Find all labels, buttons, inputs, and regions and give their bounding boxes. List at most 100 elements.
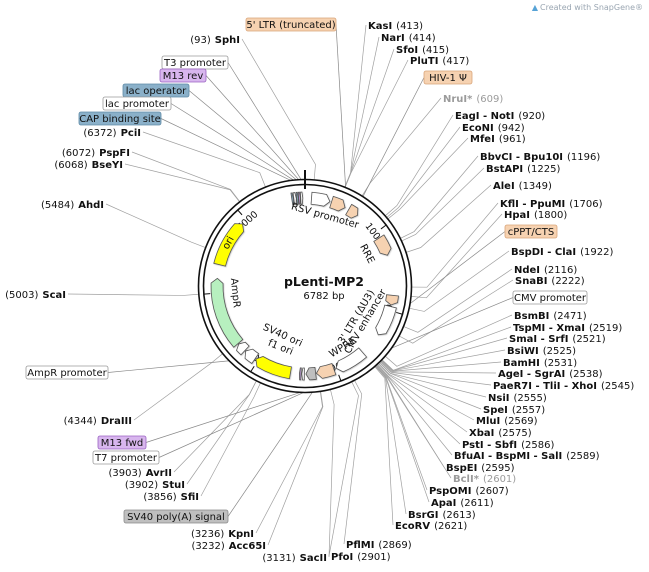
site-pflmi[interactable]: PflMI(2869) xyxy=(346,540,412,551)
feature-ampr_p[interactable] xyxy=(236,341,250,356)
feature-arc-wpre[interactable] xyxy=(335,347,368,373)
feature-arc-m13fwd[interactable] xyxy=(298,367,302,381)
site-kasi[interactable]: KasI(413) xyxy=(368,21,423,32)
feature-arc-t3[interactable] xyxy=(300,191,304,205)
site-snabi[interactable]: SnaBI(2222) xyxy=(515,276,585,287)
callout-box[interactable] xyxy=(123,509,229,524)
feature-sv40ori[interactable] xyxy=(244,348,260,365)
site-ecorv[interactable]: EcoRV(2621) xyxy=(395,521,467,532)
feature-ampr[interactable] xyxy=(210,277,244,348)
site-nrui[interactable]: NruI*(609) xyxy=(443,94,503,105)
callout-box[interactable] xyxy=(92,450,160,465)
feature-laco[interactable] xyxy=(295,191,299,205)
callout-box[interactable] xyxy=(504,224,558,239)
site-xbai[interactable]: XbaI(2575) xyxy=(469,428,532,439)
site-bsrgi[interactable]: BsrGI(2613) xyxy=(408,510,476,521)
feature-arc-ltr5[interactable] xyxy=(329,195,346,212)
site-bsiwi[interactable]: BsiWI(2525) xyxy=(507,346,576,357)
feature-arc-lacp[interactable] xyxy=(292,192,297,206)
site-nsii[interactable]: NsiI(2555) xyxy=(488,393,547,404)
callout-cap-binding-site[interactable]: CAP binding site xyxy=(78,111,162,126)
feature-arc-m13rev[interactable] xyxy=(297,191,301,205)
feature-m13fwd[interactable] xyxy=(298,367,302,381)
callout-box[interactable] xyxy=(102,96,172,111)
callout-lac-promoter[interactable]: lac promoter xyxy=(102,96,172,111)
site-bfuai-bspmi-sali[interactable]: BfuAI - BspMI - SalI(2589) xyxy=(454,451,600,462)
callout-box[interactable] xyxy=(512,290,588,305)
feature-lacp[interactable] xyxy=(292,192,297,206)
site-apai[interactable]: ApaI(2611) xyxy=(431,498,494,509)
site-stui[interactable]: StuI(3902) xyxy=(125,480,185,491)
feature-arc-rsv[interactable] xyxy=(310,191,331,207)
feature-arc-cppt[interactable] xyxy=(385,294,399,306)
feature-rsv[interactable] xyxy=(310,191,331,207)
feature-arc-sv40pa[interactable] xyxy=(305,366,317,381)
feature-arc-t7[interactable] xyxy=(301,367,305,381)
site-tspmi-xmai[interactable]: TspMI - XmaI(2519) xyxy=(513,323,622,334)
site-mfei[interactable]: MfeI(961) xyxy=(470,134,526,145)
site-smai-srfi[interactable]: SmaI - SrfI(2521) xyxy=(509,334,606,345)
feature-arc-laco[interactable] xyxy=(295,191,299,205)
feature-arc-ltr3[interactable] xyxy=(315,362,337,379)
feature-arc-ampr_p[interactable] xyxy=(236,341,250,356)
callout-sv40-poly-a-signal[interactable]: SV40 poly(A) signal xyxy=(123,509,229,524)
callout-lac-operator[interactable]: lac operator xyxy=(122,83,190,98)
feature-cap[interactable] xyxy=(290,192,295,206)
site-avrii[interactable]: AvrII(3903) xyxy=(108,468,172,479)
site-ndei[interactable]: NdeI(2116) xyxy=(514,265,577,276)
callout-box[interactable] xyxy=(25,365,109,380)
feature-arc-rre[interactable] xyxy=(373,234,392,256)
site-pcii[interactable]: PciI(6372) xyxy=(83,128,141,139)
site-pfoi[interactable]: PfoI(2901) xyxy=(331,552,391,563)
callout-5-ltr-truncated[interactable]: 5' LTR (truncated) xyxy=(245,17,337,32)
site-bsmbi[interactable]: BsmBI(2471) xyxy=(514,311,587,322)
callout-cmv-promoter[interactable]: CMV promoter xyxy=(512,290,588,305)
callout-box[interactable] xyxy=(97,435,147,450)
site-psti-sbfi[interactable]: PstI - SbfI(2586) xyxy=(462,440,555,451)
site-sacii[interactable]: SacII(3131) xyxy=(262,553,327,564)
callout-t3-promoter[interactable]: T3 promoter xyxy=(161,55,229,70)
feature-rre[interactable] xyxy=(373,234,392,256)
site-alei[interactable]: AleI(1349) xyxy=(493,181,552,192)
site-sfoi[interactable]: SfoI(415) xyxy=(396,45,449,56)
feature-arc-f1ori[interactable] xyxy=(255,356,292,380)
site-pspfi[interactable]: PspFI(6072) xyxy=(62,148,130,159)
feature-arc-cmv_enh[interactable] xyxy=(375,304,397,336)
site-bbvci-bpu10i[interactable]: BbvCI - Bpu10I(1196) xyxy=(480,152,600,163)
site-bseyi[interactable]: BseYI(6068) xyxy=(54,160,123,171)
feature-cppt[interactable] xyxy=(385,294,399,306)
site-sphi[interactable]: SphI(93) xyxy=(190,35,240,46)
feature-psi[interactable] xyxy=(345,203,359,219)
site-eagi-noti[interactable]: EagI - NotI(920) xyxy=(455,111,545,122)
callout-box[interactable] xyxy=(159,68,207,83)
site-hpai[interactable]: HpaI(1800) xyxy=(504,210,567,221)
site-econi[interactable]: EcoNI(942) xyxy=(462,123,525,134)
feature-m13rev[interactable] xyxy=(297,191,301,205)
site-kfli-ppumi[interactable]: KflI - PpuMI(1706) xyxy=(500,199,603,210)
callout-ampr-promoter[interactable]: AmpR promoter xyxy=(25,365,109,380)
site-ahdi[interactable]: AhdI(5484) xyxy=(41,200,104,211)
site-draiii[interactable]: DraIII(4344) xyxy=(64,416,132,427)
feature-cmv_enh[interactable] xyxy=(375,304,397,336)
feature-sv40pa[interactable] xyxy=(305,366,317,381)
feature-f1ori[interactable] xyxy=(255,356,292,380)
callout-m13-fwd[interactable]: M13 fwd xyxy=(97,435,147,450)
callout-box[interactable] xyxy=(423,70,473,85)
site-bstapi[interactable]: BstAPI(1225) xyxy=(486,164,561,175)
callout-hiv-1[interactable]: HIV-1 Ψ xyxy=(423,70,473,85)
callout-box[interactable] xyxy=(78,111,162,126)
callout-m13-rev[interactable]: M13 rev xyxy=(159,68,207,83)
feature-arc-ori[interactable] xyxy=(213,223,245,267)
feature-ltr5[interactable] xyxy=(329,195,346,212)
feature-ori[interactable] xyxy=(213,223,245,267)
feature-arc-psi[interactable] xyxy=(345,203,359,219)
callout-box[interactable] xyxy=(245,17,337,32)
site-sfii[interactable]: SfiI(3856) xyxy=(143,492,199,503)
site-bamhi[interactable]: BamHI(2531) xyxy=(503,358,577,369)
callout-t7-promoter[interactable]: T7 promoter xyxy=(92,450,160,465)
feature-arc-ampr[interactable] xyxy=(210,277,244,348)
feature-ltr3[interactable] xyxy=(315,362,337,379)
site-kpni[interactable]: KpnI(3236) xyxy=(191,529,254,540)
site-spei[interactable]: SpeI(2557) xyxy=(483,405,545,416)
site-bcli[interactable]: BclI*(2601) xyxy=(453,474,516,485)
